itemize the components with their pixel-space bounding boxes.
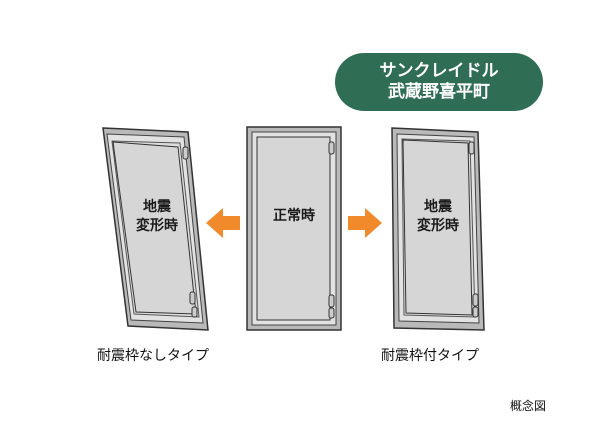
badge-line1: サンクレイドル [379, 61, 499, 81]
product-name-badge: サンクレイドル 武蔵野喜平町 [335, 53, 543, 111]
hinge-icon [328, 307, 335, 319]
concept-note: 概念図 [510, 399, 547, 413]
hinge-icon [328, 141, 335, 155]
hinge-icon [191, 306, 198, 318]
caption-no-frame: 耐震枠なしタイプ [97, 348, 209, 364]
badge-line2: 武蔵野喜平町 [388, 82, 490, 102]
hinge-icon [472, 306, 479, 318]
hinge-icon [468, 141, 475, 155]
right-door-label: 地震 変形時 [417, 199, 459, 234]
arrow-left-icon [206, 208, 240, 238]
hinge-icon [189, 291, 196, 305]
center-door-label: 正常時 [273, 208, 315, 224]
caption-with-frame: 耐震枠付タイプ [381, 348, 479, 364]
hinge-icon [472, 293, 479, 307]
left-door-deformed [102, 127, 209, 331]
hinge-icon [182, 146, 189, 160]
hinge-icon [328, 294, 335, 308]
arrow-right-icon [348, 208, 382, 238]
left-door-label: 地震 変形時 [136, 199, 178, 234]
right-door-seismic-frame [391, 127, 485, 331]
center-door-normal [246, 126, 342, 331]
